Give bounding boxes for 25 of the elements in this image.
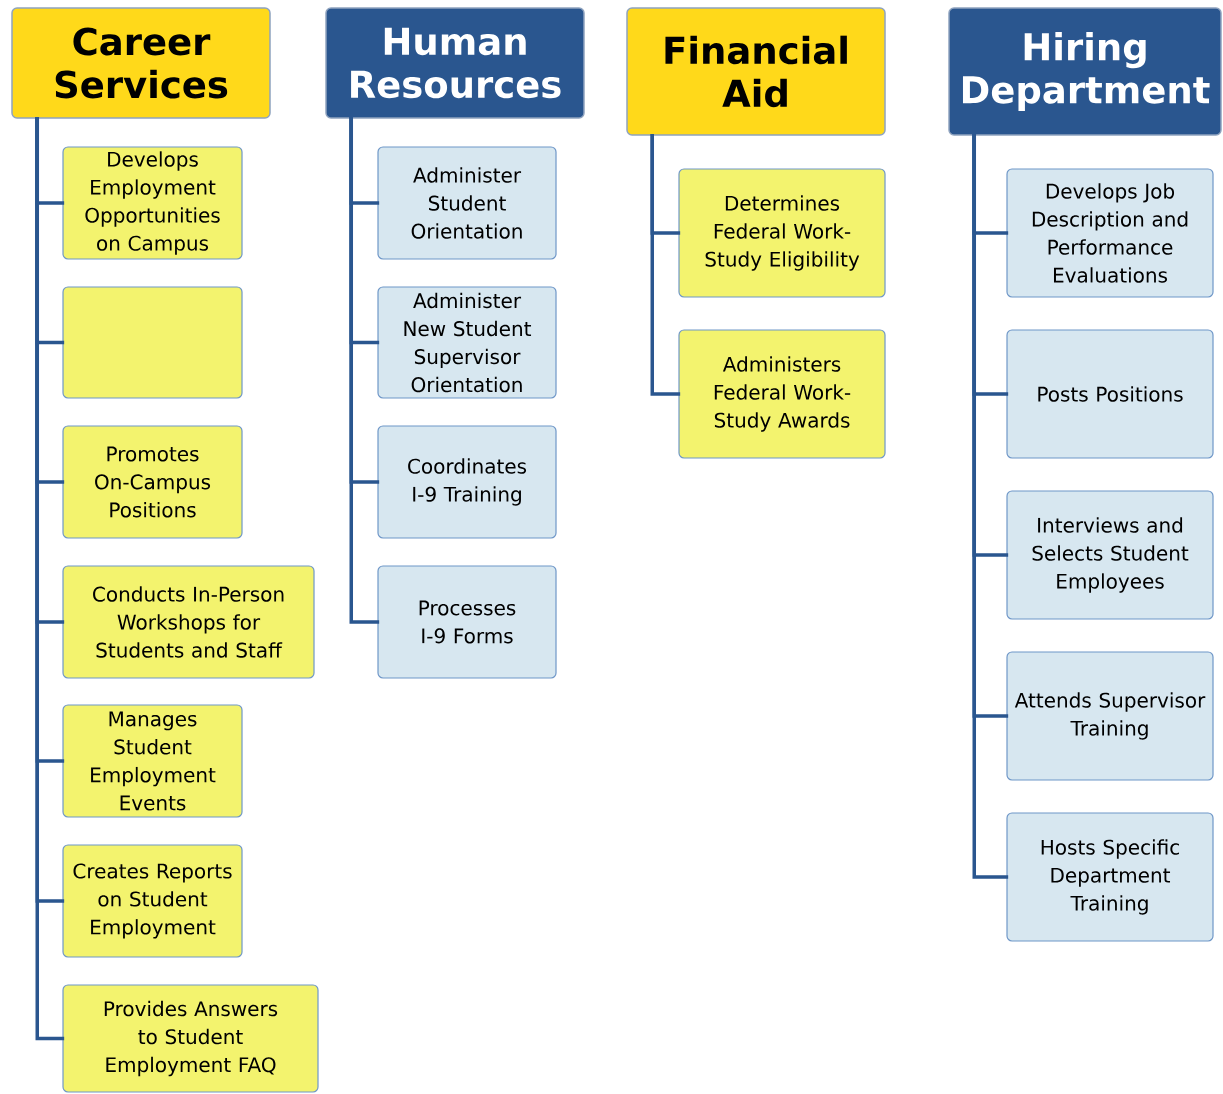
header-box: Human Resources — [325, 7, 585, 119]
task-box: Interviews and Selects Student Employees — [1006, 490, 1214, 620]
header-box: Financial Aid — [626, 7, 886, 136]
task-box: Determines Federal Work-Study Eligibility — [678, 168, 886, 298]
connector — [349, 117, 380, 624]
task-box: Attends Supervisor Training — [1006, 651, 1214, 781]
task-box — [62, 286, 243, 399]
connector — [650, 134, 681, 396]
task-box: Develops Job Description and Performance Evaluations — [1006, 168, 1214, 298]
task-box: Hosts Specific Department Training — [1006, 812, 1214, 942]
task-box: Creates Reports on Student Employment — [62, 844, 243, 958]
task-box: Promotes On-Campus Positions — [62, 425, 243, 539]
task-box: Conducts In-Person Workshops for Students and Staff — [62, 565, 315, 679]
task-box: Administer Student Orientation — [377, 146, 557, 260]
task-box: Manages Student Employment Events — [62, 704, 243, 818]
connector — [972, 134, 1009, 879]
header-box: Career Services — [11, 7, 271, 119]
task-box: Processes I-9 Forms — [377, 565, 557, 679]
task-box: Administers Federal Work-Study Awards — [678, 329, 886, 459]
task-box: Provides Answers to Student Employment FAQ — [62, 984, 319, 1093]
header-box: Hiring Department — [948, 7, 1222, 136]
task-box: Administer New Student Supervisor Orientation — [377, 286, 557, 399]
task-box: Posts Positions — [1006, 329, 1214, 459]
task-box: Coordinates I-9 Training — [377, 425, 557, 539]
task-box: Develops Employment Opportunities on Campus — [62, 146, 243, 260]
